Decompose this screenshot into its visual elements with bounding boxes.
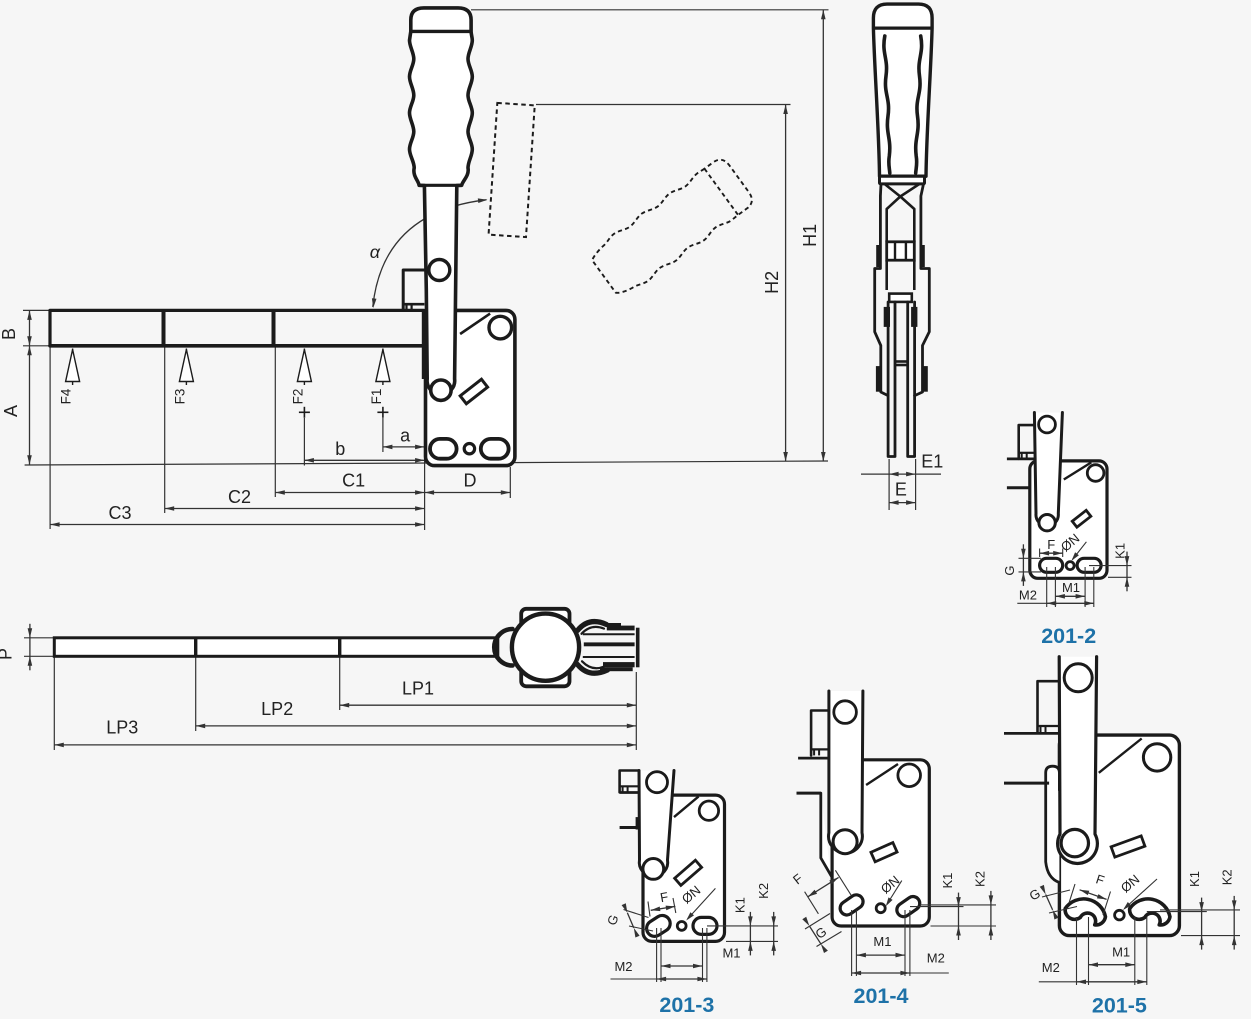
svg-text:F: F	[1047, 537, 1055, 552]
svg-text:M1: M1	[1062, 580, 1080, 595]
svg-text:H2: H2	[762, 271, 782, 294]
svg-text:LP3: LP3	[106, 718, 138, 738]
svg-text:B: B	[0, 328, 19, 340]
svg-text:M2: M2	[927, 951, 945, 966]
svg-text:K1: K1	[940, 873, 955, 889]
svg-text:H1: H1	[800, 224, 820, 247]
svg-text:K1: K1	[733, 897, 748, 913]
svg-text:201-4: 201-4	[854, 984, 909, 1008]
svg-text:201-2: 201-2	[1041, 624, 1096, 648]
svg-text:C3: C3	[108, 503, 131, 523]
svg-text:F: F	[659, 889, 669, 905]
svg-text:G: G	[1002, 565, 1017, 575]
svg-text:a: a	[400, 426, 411, 446]
svg-text:F3: F3	[172, 389, 187, 405]
svg-text:M2: M2	[614, 959, 632, 974]
svg-text:C2: C2	[228, 487, 251, 507]
svg-text:F4: F4	[59, 388, 74, 404]
svg-text:M1: M1	[873, 934, 891, 949]
svg-text:LP2: LP2	[261, 699, 293, 719]
svg-text:K2: K2	[972, 871, 987, 887]
svg-text:b: b	[335, 439, 345, 459]
svg-text:P: P	[0, 648, 15, 660]
svg-text:F: F	[790, 871, 806, 888]
svg-text:A: A	[1, 405, 21, 417]
svg-text:K1: K1	[1112, 543, 1127, 559]
svg-text:M2: M2	[1019, 588, 1037, 603]
svg-text:D: D	[464, 471, 477, 491]
svg-text:E: E	[895, 480, 907, 500]
svg-text:G: G	[1027, 886, 1043, 904]
svg-text:201-3: 201-3	[659, 993, 714, 1017]
svg-text:F2: F2	[290, 389, 305, 405]
svg-text:K2: K2	[1220, 869, 1235, 885]
svg-text:G: G	[604, 913, 622, 928]
svg-text:M1: M1	[1112, 945, 1130, 960]
svg-text:M2: M2	[1042, 960, 1060, 975]
svg-text:K2: K2	[756, 883, 771, 899]
svg-text:201-5: 201-5	[1092, 994, 1147, 1018]
svg-text:C1: C1	[342, 471, 365, 491]
svg-text:E1: E1	[921, 452, 943, 472]
svg-text:M1: M1	[722, 946, 740, 961]
svg-text:F1: F1	[369, 389, 384, 405]
svg-text:G: G	[812, 924, 829, 942]
svg-text:LP1: LP1	[402, 679, 434, 699]
svg-text:K1: K1	[1187, 871, 1202, 887]
svg-text:α: α	[370, 242, 381, 262]
